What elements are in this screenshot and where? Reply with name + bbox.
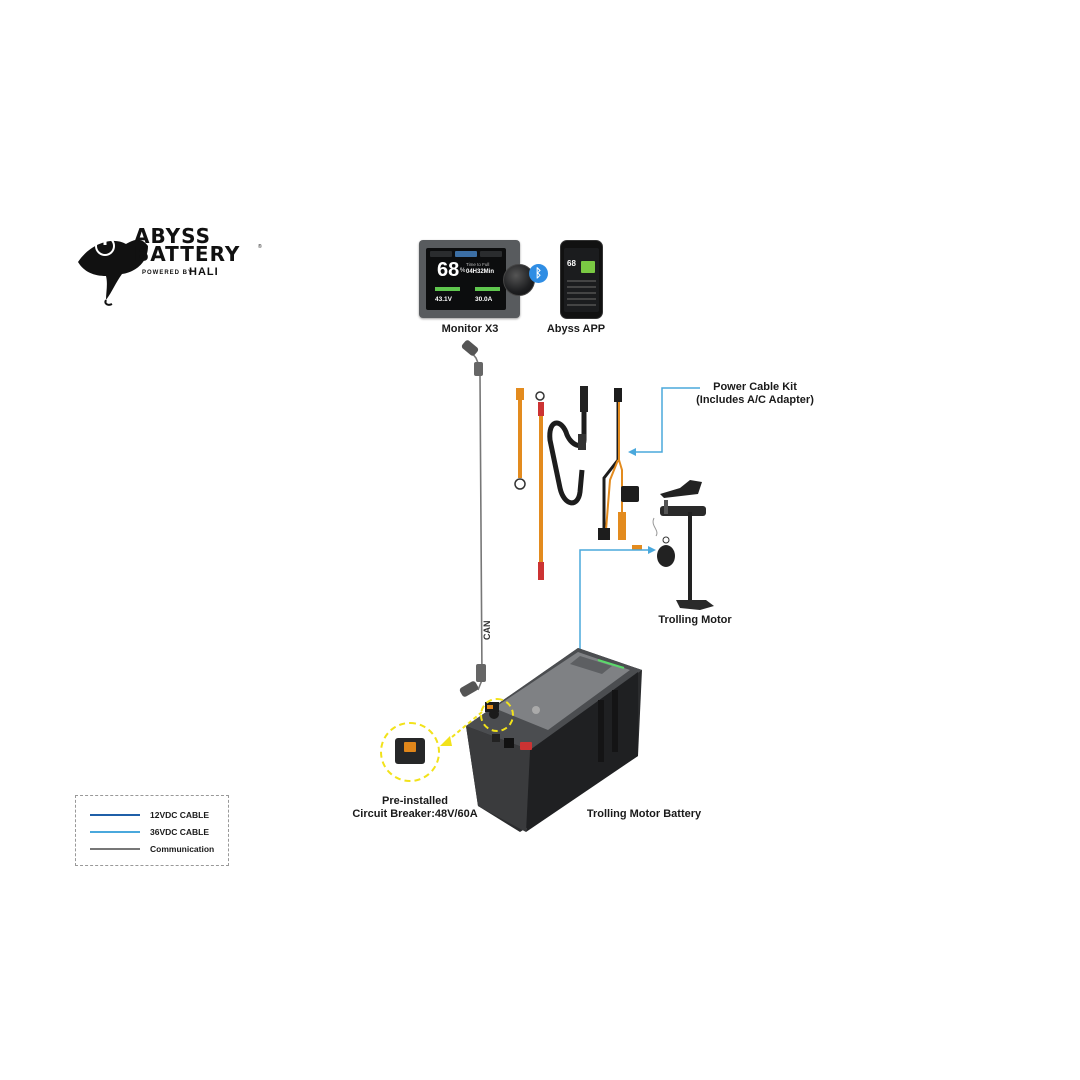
monitor-voltage: 43.1V [435, 296, 452, 303]
monitor-x3-device: 68 % Time to Full 04H32Min 43.1V 30.0A [419, 240, 535, 318]
breaker-label-line2: Circuit Breaker:48V/60A [352, 808, 478, 820]
bluetooth-icon: ᛒ [529, 264, 548, 283]
monitor-label: Monitor X3 [441, 323, 499, 335]
legend: 12VDC CABLE 36VDC CABLE Communication [75, 795, 229, 866]
breaker-label: Pre-installed Circuit Breaker:48V/60A [338, 795, 492, 821]
abyss-battery-logo: ABYSS BATTERY ® POWERED BY HALI [76, 222, 276, 312]
monitor-knob [503, 264, 535, 296]
monitor-screen: 68 % Time to Full 04H32Min 43.1V 30.0A [426, 248, 506, 310]
power-cable-kit [514, 386, 642, 580]
trolling-motor-battery [466, 648, 642, 832]
logo-hali: HALI [189, 266, 219, 278]
monitor-current: 30.0A [475, 296, 493, 303]
legend-label-communication: Communication [150, 844, 215, 854]
abyss-app-phone: 68 [560, 240, 603, 319]
registered-mark: ® [258, 244, 262, 250]
monitor-soc-unit: % [460, 268, 466, 274]
app-label: Abyss APP [546, 323, 606, 335]
legend-swatch-communication [90, 848, 140, 850]
monitor-time: 04H32Min [466, 269, 495, 275]
logo-word-battery: BATTERY [134, 242, 241, 266]
legend-label-12vdc: 12VDC CABLE [150, 810, 210, 820]
power-kit-label-line2: (Includes A/C Adapter) [696, 394, 814, 406]
battery-terminal-highlight [480, 698, 514, 732]
manta-ray-icon [78, 235, 148, 306]
monitor-soc: 68 [437, 259, 460, 281]
app-soc: 68 [567, 259, 576, 268]
trolling-motor-label: Trolling Motor [658, 614, 732, 626]
monitor-full-text: Time to Full [466, 262, 490, 267]
circuit-breaker-highlight [380, 722, 440, 782]
legend-swatch-36vdc [90, 831, 140, 833]
trolling-motor [652, 480, 714, 610]
power-kit-label: Power Cable Kit (Includes A/C Adapter) [670, 381, 840, 407]
battery-label: Trolling Motor Battery [586, 808, 702, 820]
legend-label-36vdc: 36VDC CABLE [150, 827, 210, 837]
circuit-breaker-switch [404, 742, 416, 752]
logo-word-abyss: ABYSS [134, 224, 212, 248]
power-kit-label-line1: Power Cable Kit [713, 381, 797, 393]
can-cable [459, 340, 486, 697]
phone-screen: 68 [564, 248, 599, 312]
legend-swatch-12vdc [90, 814, 140, 816]
logo-powered-by: POWERED BY [142, 270, 194, 276]
breaker-label-line1: Pre-installed [381, 795, 449, 807]
can-label: CAN [482, 620, 492, 641]
